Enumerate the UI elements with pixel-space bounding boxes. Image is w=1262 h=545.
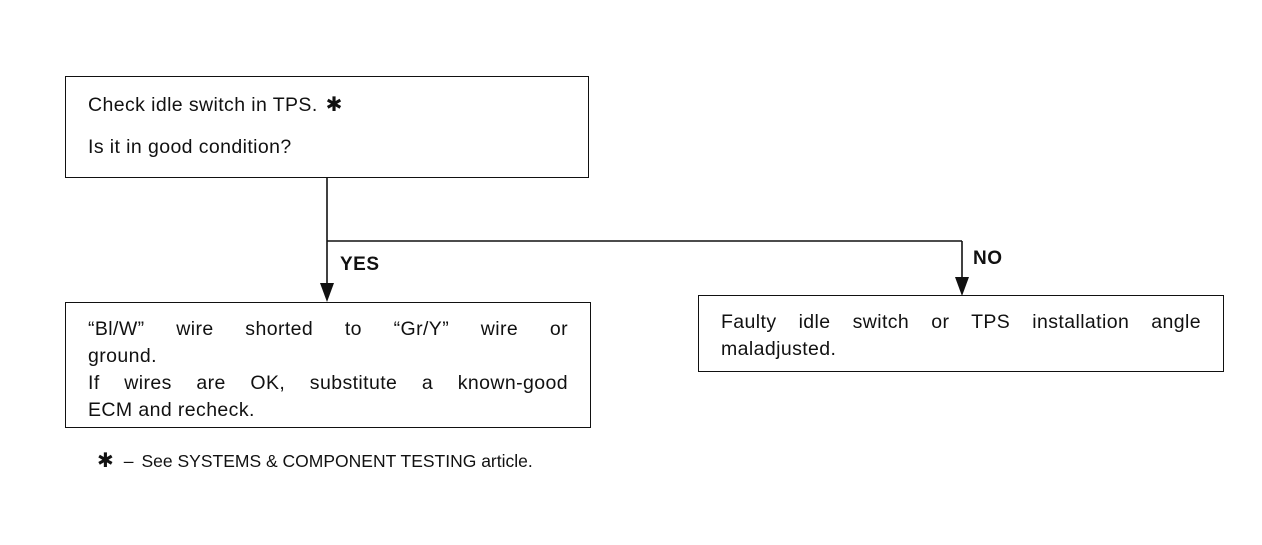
no-line-2: maladjusted.: [721, 338, 837, 360]
yes-line-4: ECM and recheck.: [88, 399, 255, 421]
footnote-text: See SYSTEMS & COMPONENT TESTING article.: [141, 451, 533, 471]
decision-box-check-idle-switch: Check idle switch in TPS.✱ Is it in good…: [65, 76, 589, 178]
yes-line-3: If wires are OK, substitute a known-good: [88, 372, 568, 394]
result-box-yes: “Bl/W” wire shorted to “Gr/Y” wire or gr…: [65, 302, 591, 428]
footnote: ✱–See SYSTEMS & COMPONENT TESTING articl…: [97, 448, 533, 472]
branch-label-yes: YES: [340, 254, 380, 275]
check-line-2: Is it in good condition?: [88, 136, 292, 158]
arrowhead-yes: [320, 283, 334, 302]
check-line-1: Check idle switch in TPS.✱: [88, 92, 343, 116]
yes-line-1: “Bl/W” wire shorted to “Gr/Y” wire or: [88, 318, 568, 340]
asterisk-marker: ✱: [325, 92, 343, 116]
footnote-asterisk-icon: ✱: [97, 448, 114, 472]
spacer: [88, 119, 566, 134]
result-box-no: Faulty idle switch or TPS installation a…: [698, 295, 1224, 372]
yes-line-2: ground.: [88, 345, 157, 367]
branch-label-no: NO: [973, 248, 1003, 269]
arrowhead-no: [955, 277, 969, 296]
footnote-dash: –: [123, 451, 134, 471]
no-line-1: Faulty idle switch or TPS installation a…: [721, 311, 1201, 333]
